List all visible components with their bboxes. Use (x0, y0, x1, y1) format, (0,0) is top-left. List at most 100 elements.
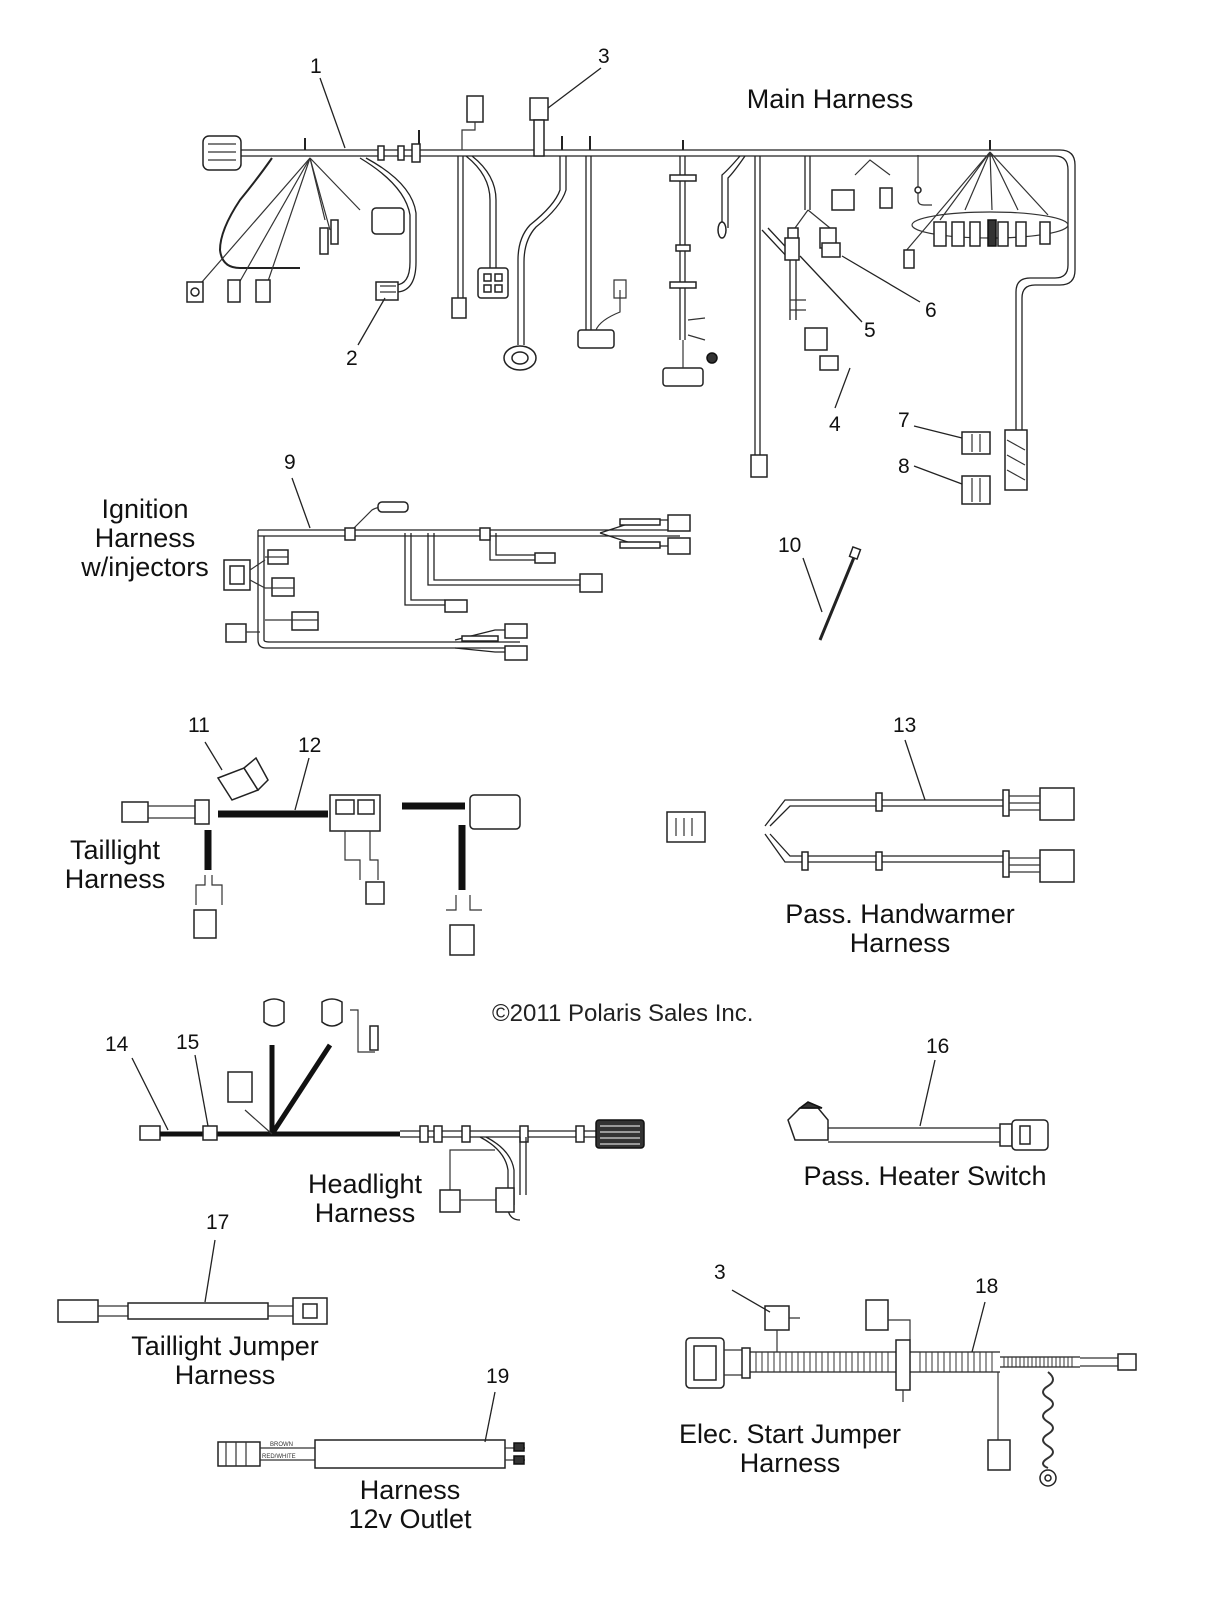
connector-item-7 (961, 431, 991, 455)
leader-11 (204, 741, 223, 771)
connector (831, 189, 855, 211)
connector (969, 221, 981, 247)
connector (879, 187, 893, 209)
connector (255, 279, 271, 303)
connector (227, 279, 241, 303)
connector (577, 329, 615, 349)
leader-9 (291, 477, 311, 529)
callout-9: 9 (284, 451, 296, 474)
connector (451, 297, 467, 319)
leader-16 (919, 1059, 936, 1127)
outlet-title-line-1: Harness (359, 1475, 461, 1505)
connector-item-8 (961, 475, 991, 505)
callout-11: 11 (188, 714, 210, 737)
leader-12 (294, 757, 310, 811)
connector (997, 221, 1009, 247)
main-harness (186, 95, 1076, 505)
headlight-harness-title: Headlight Harness (300, 1170, 430, 1228)
connector (533, 119, 545, 157)
leader-15 (194, 1054, 209, 1127)
callout-18: 18 (975, 1275, 999, 1298)
connector (662, 367, 704, 387)
callout-3: 3 (598, 45, 610, 68)
connector (987, 219, 997, 247)
ignition-title-line-3: w/injectors (81, 552, 209, 582)
taillight-title-line-2: Harness (64, 864, 166, 894)
taillight-jumper-line-2: Harness (174, 1360, 276, 1390)
leader-19 (484, 1391, 496, 1443)
red-white-wire-tag: RED/WHITE (262, 1454, 296, 1460)
callout-17: 17 (206, 1211, 230, 1234)
handwarmer-connector (666, 811, 706, 843)
ignition-title-line-1: Ignition (101, 494, 189, 524)
taillight-jumper-harness (57, 1297, 328, 1325)
ignition-harness-title: Ignition Harness w/injectors (60, 495, 230, 582)
connector (1039, 787, 1075, 821)
headlight-title-line-2: Harness (314, 1198, 416, 1228)
connector (319, 227, 329, 255)
relay-connector (371, 207, 405, 235)
headlight-harness (139, 998, 645, 1221)
callout-7: 7 (898, 409, 910, 432)
callout-19: 19 (486, 1365, 510, 1388)
outlet-harness: BROWN RED/WHITE (217, 1439, 525, 1469)
callout-10: 10 (778, 534, 802, 557)
callout-3-elec-start: 3 (714, 1261, 726, 1284)
elec-start-line-2: Harness (739, 1448, 841, 1478)
connector (865, 1299, 889, 1331)
handwarmer-title-line-1: Pass. Handwarmer (785, 899, 1015, 929)
connector (987, 1439, 1011, 1471)
callout-2: 2 (346, 347, 358, 370)
connector (57, 1299, 99, 1323)
main-harness-leaders (319, 67, 963, 485)
bulb-socket (321, 998, 343, 1027)
connector (1039, 849, 1075, 883)
leader-18 (971, 1301, 986, 1353)
connector (375, 281, 399, 301)
elec-start-jumper-harness (685, 1299, 1137, 1487)
bulb-socket (263, 998, 285, 1027)
callout-1: 1 (310, 55, 322, 78)
elec-start-line-1: Elec. Start Jumper (678, 1419, 902, 1449)
ignition-title-line-2: Harness (94, 523, 196, 553)
taillight-jumper-title: Taillight Jumper Harness (115, 1332, 335, 1390)
connector (1039, 221, 1051, 245)
copyright-notice: ©2011 Polaris Sales Inc. (492, 1000, 754, 1027)
callout-4: 4 (829, 413, 841, 436)
taillight-jumper-line-1: Taillight Jumper (131, 1331, 319, 1361)
connector (764, 1305, 790, 1331)
callout-15: 15 (176, 1031, 200, 1054)
leader-10 (802, 557, 823, 613)
handwarmer-harness (666, 787, 1075, 883)
connector (804, 327, 828, 351)
connector (951, 221, 965, 247)
leader-17 (204, 1239, 216, 1303)
connector (330, 219, 339, 245)
callout-12: 12 (298, 734, 322, 757)
elec-start-jumper-title: Elec. Start Jumper Harness (660, 1420, 920, 1478)
leader-13 (904, 739, 926, 801)
leader-3b (731, 1289, 771, 1313)
callout-5: 5 (864, 319, 876, 342)
heater-switch-title: Pass. Heater Switch (803, 1161, 1047, 1191)
callout-8: 8 (898, 455, 910, 478)
connector (466, 95, 484, 123)
connector (819, 355, 839, 371)
connector (1015, 221, 1027, 247)
handwarmer-title-line-2: Harness (849, 928, 951, 958)
connector (477, 267, 509, 299)
callout-6: 6 (925, 299, 937, 322)
cable-tie (818, 545, 862, 641)
handwarmer-harness-title: Pass. Handwarmer Harness (780, 900, 1020, 958)
heater-switch (787, 1101, 1049, 1151)
outlet-connector (217, 1441, 261, 1467)
taillight-title-line-1: Taillight (69, 835, 161, 865)
callout-13: 13 (893, 714, 917, 737)
outlet-title-line-2: 12v Outlet (348, 1504, 472, 1534)
taillight-harness (121, 756, 521, 956)
relay (227, 1071, 253, 1103)
main-harness-title: Main Harness (746, 84, 914, 114)
connector (750, 454, 768, 478)
rocker-switch (787, 1107, 829, 1141)
